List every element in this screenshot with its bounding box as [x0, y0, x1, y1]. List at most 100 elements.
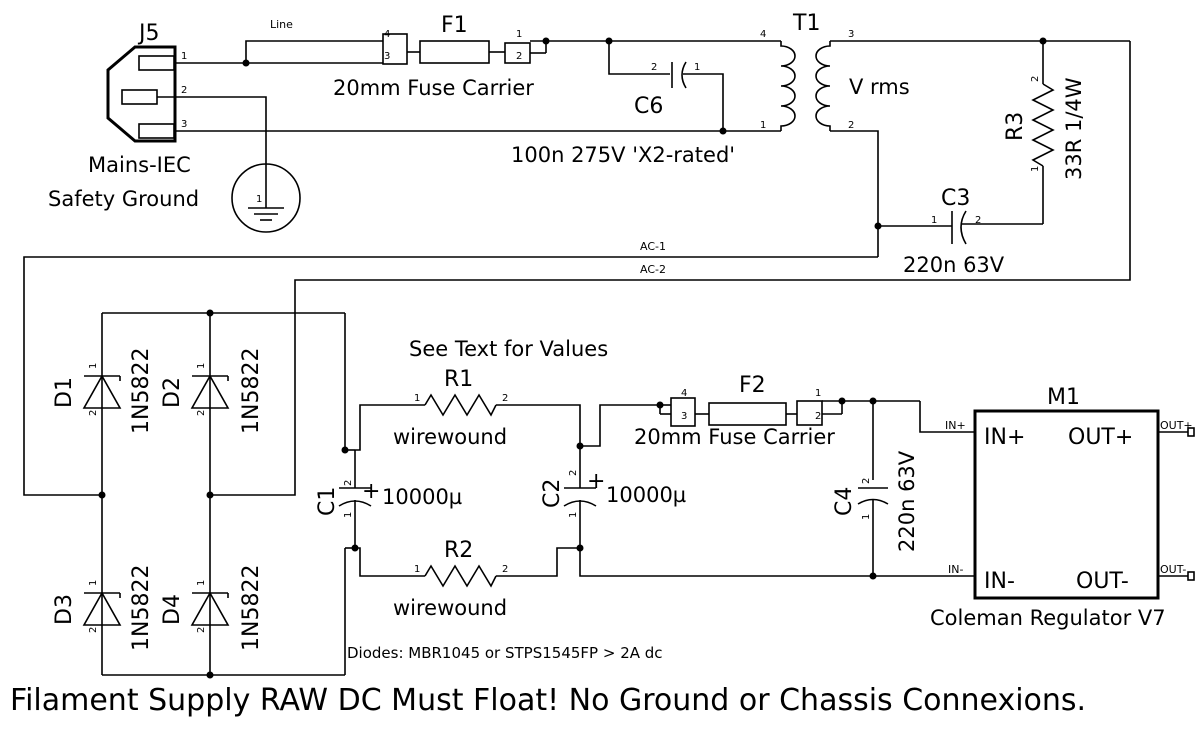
d1-pin-2: 2 [88, 410, 99, 416]
f2-ref: F2 [739, 373, 766, 398]
t1-pin-3: 3 [848, 29, 854, 40]
r1-value: wirewound [393, 425, 507, 449]
c4-pin-2: 2 [861, 478, 872, 484]
r3-resistor [1031, 83, 1055, 167]
c1-capacitor [338, 480, 372, 516]
d4-pin-2: 2 [196, 627, 207, 633]
d3-value: 1N5822 [129, 565, 154, 651]
f1-pin-1: 1 [516, 29, 522, 40]
d1-pin-1: 1 [88, 363, 99, 369]
f2-pin-4: 4 [681, 388, 687, 399]
net-in-plus-label: IN+ [945, 419, 966, 432]
diodes-note: Diodes: MBR1045 or STPS1545FP > 2A dc [347, 644, 663, 662]
top-wiring [23, 37, 1131, 496]
d3-ref: D3 [52, 594, 77, 625]
j5-value-2: Safety Ground [48, 187, 199, 211]
net-ac1-label: AC-1 [640, 240, 666, 253]
r1-resistor [424, 393, 497, 417]
j5-pin-3: 3 [181, 119, 187, 130]
c1-ref: C1 [315, 487, 340, 516]
r3-value: 33R 1/4W [1062, 77, 1086, 180]
d2-diode [190, 374, 230, 409]
c2-polarity: + [587, 469, 605, 494]
c1-polarity: + [362, 479, 380, 504]
see-text-note: See Text for Values [409, 337, 608, 361]
r1-pin-2: 2 [502, 393, 508, 404]
d2-ref: D2 [160, 377, 185, 408]
r2-pin-1: 1 [414, 564, 420, 575]
d4-pin-1: 1 [196, 580, 207, 586]
j5-iec-connector [106, 45, 192, 143]
c3-ref: C3 [941, 186, 970, 211]
net-line-label: Line [270, 18, 293, 31]
ground-pin: 1 [256, 194, 262, 205]
r2-pin-2: 2 [502, 564, 508, 575]
net-out-plus-label: OUT+ [1160, 419, 1193, 432]
f1-pin-3: 3 [384, 51, 390, 62]
m1-regulator [973, 409, 1160, 600]
f1-pin-4: 4 [384, 29, 390, 40]
d2-pin-2: 2 [196, 410, 207, 416]
c3-capacitor [951, 210, 967, 245]
r1-pin-1: 1 [414, 393, 420, 404]
c3-value: 220n 63V [903, 253, 1005, 277]
m1-in-minus: IN- [984, 569, 1015, 594]
d2-value: 1N5822 [239, 348, 264, 434]
j5-ref: J5 [137, 21, 160, 46]
t1-pin-2: 2 [848, 120, 854, 131]
net-ac2-label: AC-2 [640, 263, 666, 276]
m1-in-plus: IN+ [984, 425, 1025, 450]
r2-value: wirewound [393, 596, 507, 620]
c2-capacitor [563, 480, 597, 516]
d4-ref: D4 [160, 594, 185, 625]
c6-capacitor [671, 61, 687, 89]
d1-diode [82, 374, 122, 409]
f2-value: 20mm Fuse Carrier [634, 425, 835, 449]
r1-ref: R1 [444, 367, 473, 392]
c1-value: 10000µ [382, 485, 462, 509]
banner-warning: Filament Supply RAW DC Must Float! No Gr… [10, 683, 1086, 718]
t1-value: V rms [849, 75, 910, 99]
c2-ref: C2 [540, 479, 565, 508]
f1-fuse-carrier [382, 33, 531, 65]
c3-pin-1: 1 [931, 215, 937, 226]
filter-wiring [341, 397, 1195, 581]
f1-value: 20mm Fuse Carrier [333, 76, 534, 100]
f2-pin-3: 3 [681, 411, 687, 422]
d3-diode [82, 591, 122, 626]
c4-value: 220n 63V [895, 450, 919, 552]
d4-value: 1N5822 [239, 565, 264, 651]
c1-pin-1: 1 [343, 512, 354, 518]
j5-value-1: Mains-IEC [88, 153, 191, 177]
c1-pin-2: 2 [343, 480, 354, 486]
m1-out-minus: OUT- [1076, 569, 1129, 594]
j5-pin-1: 1 [181, 51, 187, 62]
d3-pin-2: 2 [88, 627, 99, 633]
c6-pin-1: 1 [694, 62, 700, 73]
t1-transformer [780, 41, 831, 131]
c4-capacitor [857, 487, 889, 512]
d1-ref: D1 [52, 377, 77, 408]
c6-ref: C6 [634, 94, 663, 119]
r2-ref: R2 [444, 538, 473, 563]
c6-pin-2: 2 [651, 62, 657, 73]
c3-pin-2: 2 [975, 215, 981, 226]
d3-pin-1: 1 [88, 580, 99, 586]
c2-pin-2: 2 [568, 470, 579, 476]
r2-resistor [424, 564, 497, 588]
j5-pin-2: 2 [181, 85, 187, 96]
m1-out-plus: OUT+ [1068, 425, 1133, 450]
c4-ref: C4 [832, 487, 857, 516]
f1-ref: F1 [441, 13, 468, 38]
net-out-minus-label: OUT- [1160, 563, 1186, 576]
f2-fuse-carrier [670, 397, 823, 427]
d1-value: 1N5822 [129, 348, 154, 434]
f1-pin-2: 2 [516, 51, 522, 62]
d4-diode [190, 591, 230, 626]
t1-pin-1: 1 [760, 120, 766, 131]
c2-pin-1: 1 [568, 512, 579, 518]
bridge-wiring [98, 309, 346, 679]
t1-pin-4: 4 [760, 29, 766, 40]
